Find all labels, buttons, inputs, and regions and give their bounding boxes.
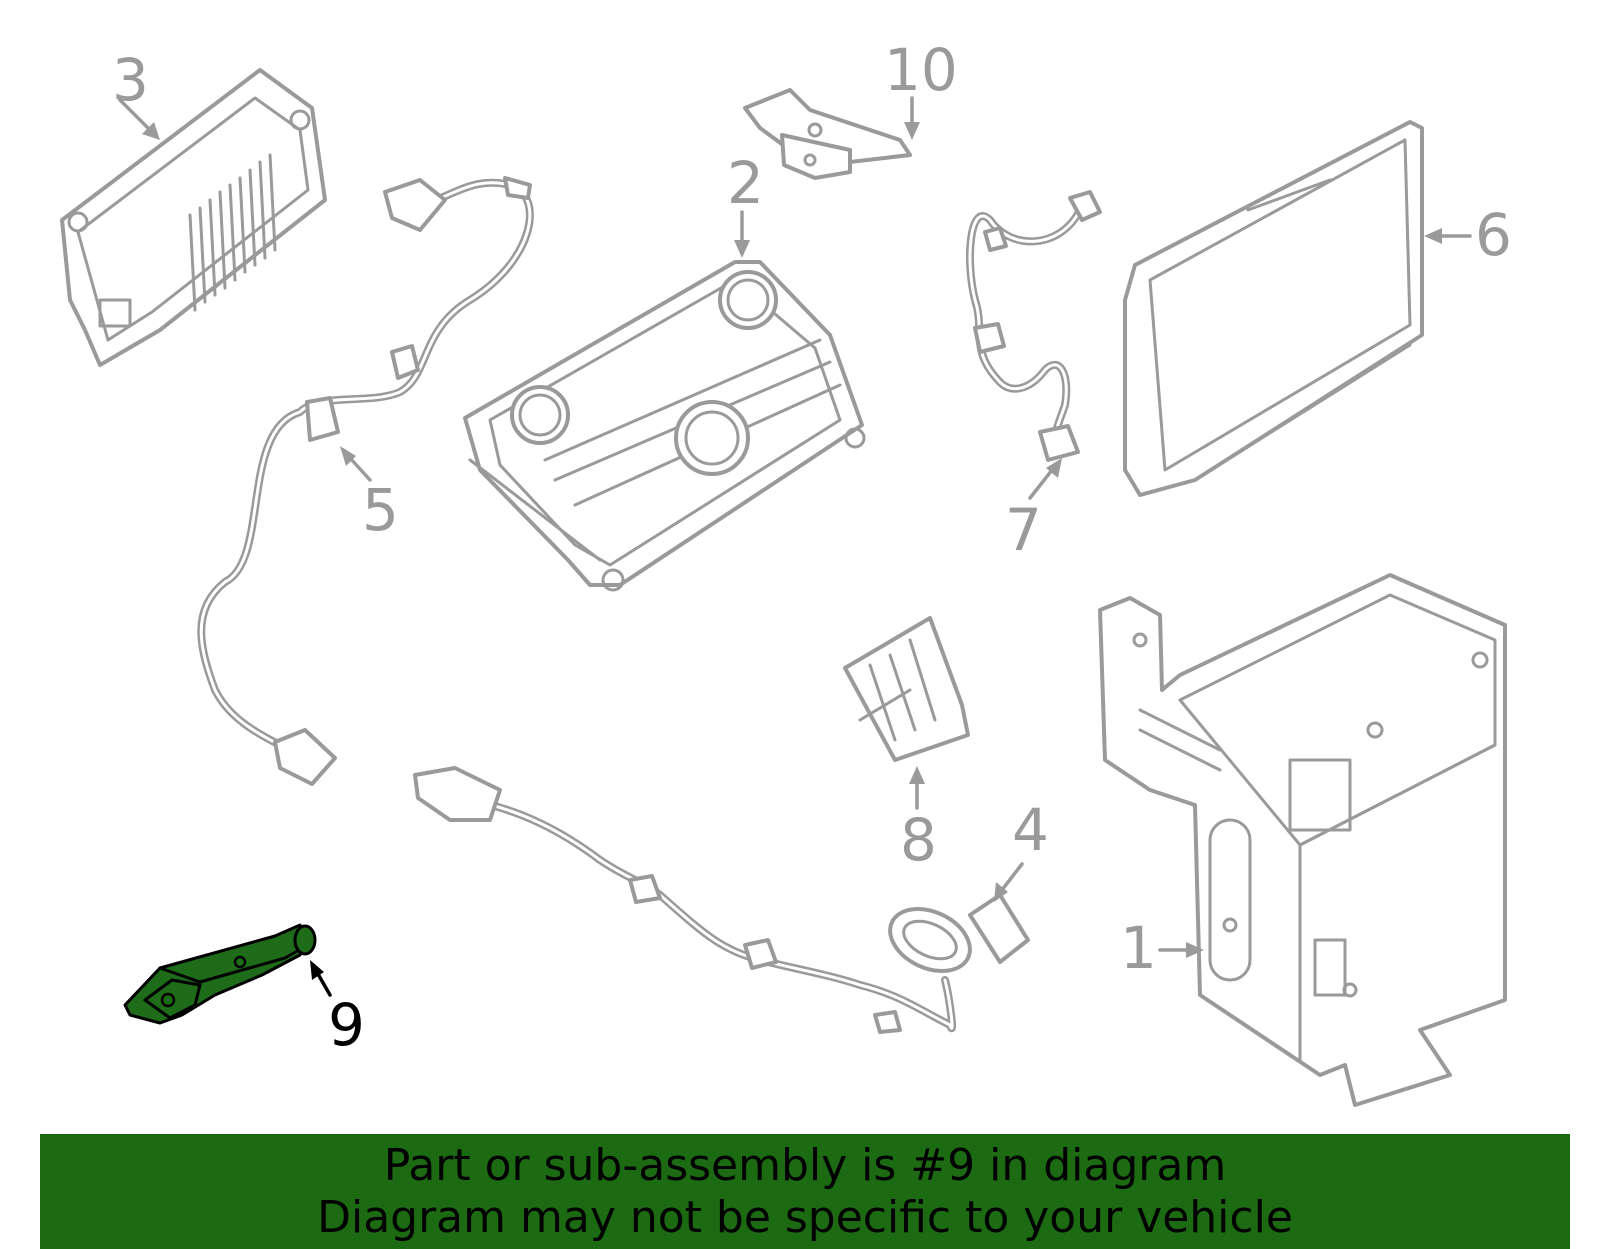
callout-9: 9 [328,991,365,1059]
part-10-bracket [743,88,912,180]
callout-7: 7 [1005,496,1042,564]
part-6-display [1123,120,1424,497]
callout-5: 5 [362,476,399,544]
part-3-module [60,68,327,367]
callout-labels: 3 10 2 6 5 7 8 4 1 9 [112,36,1512,1059]
callout-3: 3 [112,46,149,114]
part-4-harness [413,766,1030,1034]
part-9-highlighted [123,923,317,1025]
part-2-control-panel [463,260,866,592]
callout-6: 6 [1475,201,1512,269]
info-banner: Part or sub-assembly is #9 in diagram Di… [40,1134,1570,1249]
banner-line-2: Diagram may not be specific to your vehi… [317,1192,1293,1243]
callout-4: 4 [1012,796,1049,864]
part-7-harness [966,190,1102,462]
banner-line-1: Part or sub-assembly is #9 in diagram [383,1140,1227,1191]
part-8-bracket [843,616,970,762]
part-1-module [1098,573,1507,1107]
parts-diagram: 3 10 2 6 5 7 8 4 1 9 [60,36,1512,1107]
callout-arrows [118,96,1472,997]
callout-1: 1 [1120,914,1157,982]
part-5-harness [197,176,534,786]
callout-8: 8 [900,806,937,874]
callout-2: 2 [727,149,764,217]
callout-10: 10 [884,36,958,104]
